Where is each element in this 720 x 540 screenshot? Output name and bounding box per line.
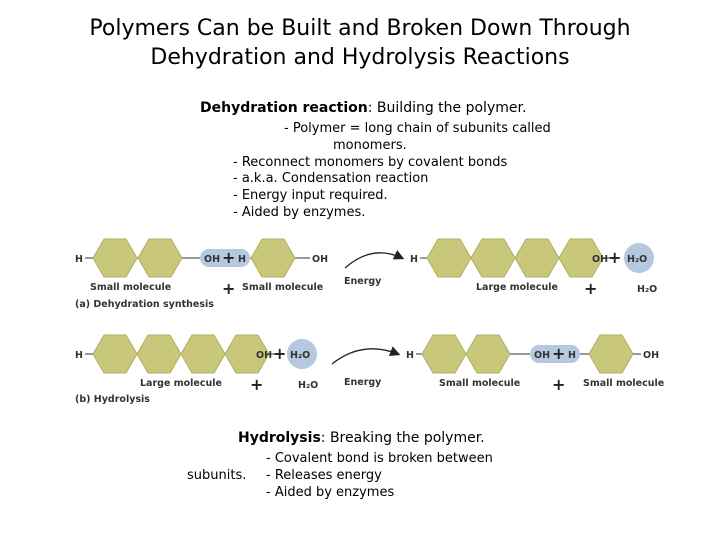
- dehydration-term: Dehydration reaction: [200, 100, 368, 116]
- h-label: H: [410, 254, 418, 265]
- h-label: H: [406, 350, 414, 361]
- hydrolysis-bullet-2: - Releases energy: [266, 468, 382, 483]
- monomer-hexagon: [92, 334, 138, 374]
- oh-label: OH: [534, 350, 550, 361]
- large-molecule-label: Large molecule: [140, 378, 222, 389]
- monomer-hexagon: [426, 238, 472, 278]
- dehydration-heading: Dehydration reaction: Building the polym…: [200, 100, 526, 116]
- h-label: H: [75, 350, 83, 361]
- water-bubble-label: H₂O: [627, 254, 647, 265]
- water-molecule-bubble: [287, 339, 317, 369]
- monomer-hexagon: [421, 334, 467, 374]
- dehydration-bullet-4: - Energy input required.: [233, 188, 388, 203]
- oh-label: OH: [256, 350, 272, 361]
- oh-label: OH: [312, 254, 328, 265]
- hydrolysis-heading: Hydrolysis: Breaking the polymer.: [238, 430, 485, 446]
- plus-sign: +: [273, 344, 286, 363]
- monomer-hexagon: [250, 238, 296, 278]
- dehydration-row: H OH + H OH Small molecule + Small molec…: [75, 238, 657, 310]
- dehydration-bullet-1b: monomers.: [333, 138, 407, 153]
- small-molecule-label: Small molecule: [90, 282, 171, 293]
- water-label: H₂O: [298, 380, 318, 391]
- h-label: H: [238, 254, 246, 265]
- water-molecule-bubble: [624, 243, 654, 273]
- dehydration-bullet-3: - a.k.a. Condensation reaction: [233, 171, 429, 186]
- water-label: H₂O: [637, 284, 657, 295]
- monomer-hexagon: [136, 334, 182, 374]
- hydrolysis-bullet-1: - Covalent bond is broken between: [266, 451, 493, 466]
- h-label: H: [568, 350, 576, 361]
- oh-label: OH: [204, 254, 220, 265]
- small-molecule-label: Small molecule: [242, 282, 323, 293]
- caption-hydrolysis: (b) Hydrolysis: [75, 394, 150, 405]
- monomer-hexagon: [137, 238, 183, 278]
- monomer-hexagon: [180, 334, 226, 374]
- caption-dehydration-synthesis: (a) Dehydration synthesis: [75, 299, 214, 310]
- monomer-hexagon: [514, 238, 560, 278]
- reaction-arrow: [344, 249, 405, 269]
- slide-title: Polymers Can be Built and Broken Down Th…: [0, 14, 720, 72]
- monomer-hexagon: [465, 334, 511, 374]
- hydrolysis-definition: : Breaking the polymer.: [320, 430, 485, 446]
- title-line-1: Polymers Can be Built and Broken Down Th…: [89, 16, 631, 41]
- monomer-hexagon: [470, 238, 516, 278]
- plus-sign: +: [222, 279, 235, 298]
- dehydration-bullet-2: - Reconnect monomers by covalent bonds: [233, 155, 508, 170]
- small-molecule-label: Small molecule: [439, 378, 520, 389]
- dehydration-bullet-1a: - Polymer = long chain of subunits calle…: [284, 121, 551, 136]
- monomer-hexagon: [588, 334, 634, 374]
- plus-sign: +: [608, 248, 621, 267]
- reaction-arrow: [331, 346, 401, 365]
- plus-sign: +: [552, 344, 565, 363]
- monomer-hexagon: [92, 238, 138, 278]
- oh-label: OH: [643, 350, 659, 361]
- plus-sign: +: [552, 375, 565, 394]
- dehydration-definition: : Building the polymer.: [367, 100, 527, 116]
- oh-label: OH: [592, 254, 608, 265]
- plus-sign: +: [250, 375, 263, 394]
- dehydration-bullet-5: - Aided by enzymes.: [233, 205, 366, 220]
- small-molecule-label: Small molecule: [583, 378, 664, 389]
- plus-sign: +: [222, 248, 235, 267]
- plus-sign: +: [584, 279, 597, 298]
- hydrolysis-row: H OH + H₂O Large molecule + H₂O Energy H…: [75, 334, 664, 405]
- energy-label: Energy: [344, 276, 382, 287]
- hydrolysis-term: Hydrolysis: [238, 430, 321, 446]
- h-label: H: [75, 254, 83, 265]
- large-molecule-label: Large molecule: [476, 282, 558, 293]
- water-bubble-label: H₂O: [290, 350, 310, 361]
- title-line-2: Dehydration and Hydrolysis Reactions: [150, 45, 570, 70]
- oh-h-bubble: [200, 249, 250, 267]
- hydrolysis-bullet-3: - Aided by enzymes: [266, 485, 395, 500]
- hydrolysis-bullet-1-cont: subunits.: [187, 468, 247, 483]
- energy-label: Energy: [344, 377, 382, 388]
- oh-h-bubble: [530, 345, 580, 363]
